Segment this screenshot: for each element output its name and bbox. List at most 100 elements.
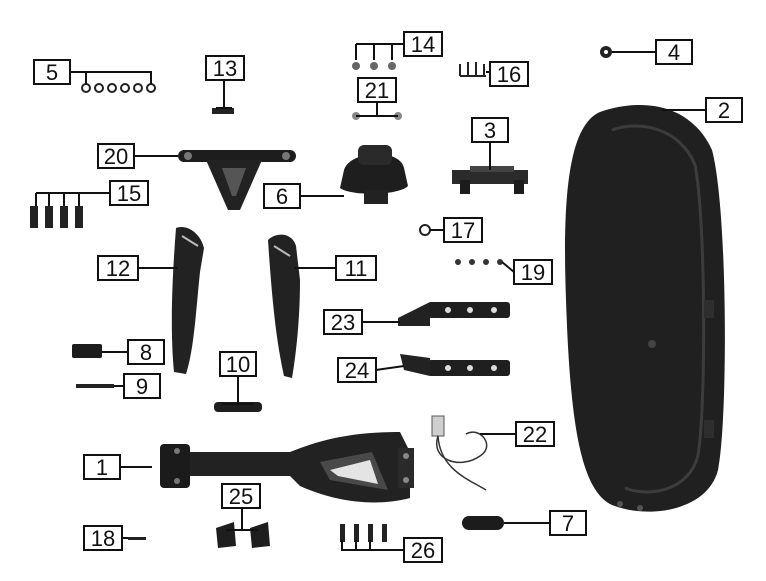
callout-21: 21: [357, 77, 397, 103]
callout-number: 10: [226, 352, 250, 377]
callout-number: 6: [276, 184, 288, 209]
callout-number: 23: [331, 310, 355, 335]
callout-number: 20: [104, 144, 128, 169]
leader-25: [226, 508, 258, 531]
callout-6: 6: [263, 183, 301, 209]
part-rear-fender: [565, 104, 725, 512]
part-bracket-24: [400, 354, 510, 376]
callout-24: 24: [337, 357, 377, 383]
callout-box: [219, 351, 257, 377]
callout-box: [127, 339, 165, 365]
leader-lines: [35, 43, 706, 551]
leader-14: [355, 43, 404, 60]
callout-number: 8: [140, 340, 152, 365]
callout-number: 15: [117, 181, 141, 206]
part-screw-18: [128, 537, 146, 540]
part-rear-light: [340, 145, 408, 204]
part-pads-25: [216, 522, 270, 548]
callout-number: 24: [345, 358, 369, 383]
callout-2: 2: [705, 97, 743, 123]
callout-number: 26: [411, 538, 435, 563]
leader-10: [222, 376, 254, 405]
callout-8: 8: [127, 339, 165, 365]
callout-number: 4: [668, 40, 680, 65]
callout-number: 21: [365, 78, 389, 103]
part-nut-4: [600, 46, 612, 58]
callout-box: [337, 357, 377, 383]
part-wiring-harness: [431, 415, 488, 491]
callout-5: 5: [33, 59, 71, 85]
callout-9: 9: [123, 373, 161, 399]
callout-box: [549, 510, 587, 536]
callout-number: 3: [484, 118, 496, 143]
callout-labels: 1234567891011121314151617181920212223242…: [33, 31, 743, 563]
callout-box: [83, 525, 123, 551]
leader-5: [70, 71, 152, 84]
callout-number: 12: [106, 256, 130, 281]
callout-18: 18: [83, 525, 123, 551]
callout-number: 25: [229, 484, 253, 509]
part-license-plate-holder: [178, 150, 296, 210]
callout-12: 12: [97, 255, 139, 281]
callout-box: [263, 183, 301, 209]
callout-box: [205, 55, 245, 81]
callout-number: 14: [411, 32, 435, 57]
part-bolt-13: [212, 108, 234, 114]
leader-26: [341, 540, 404, 551]
callout-box: [323, 309, 363, 335]
callout-box: [109, 180, 149, 206]
callout-4: 4: [655, 39, 693, 65]
callout-1: 1: [83, 454, 121, 480]
part-washer-17: [419, 224, 431, 236]
callout-number: 11: [345, 256, 368, 281]
callout-number: 22: [523, 422, 547, 447]
callout-16: 16: [489, 61, 529, 87]
callout-box: [489, 61, 529, 87]
callout-box: [221, 483, 261, 509]
callout-23: 23: [323, 309, 363, 335]
part-pin-9: [76, 384, 114, 388]
callout-11: 11: [335, 255, 377, 281]
callout-26: 26: [403, 537, 443, 563]
callout-box: [357, 77, 397, 103]
callout-3: 3: [471, 117, 509, 143]
callout-10: 10: [219, 351, 257, 377]
callout-number: 5: [46, 60, 58, 85]
callout-17: 17: [443, 217, 483, 243]
callout-box: [705, 97, 743, 123]
callout-box: [97, 255, 139, 281]
callout-14: 14: [403, 31, 443, 57]
leader-21: [356, 102, 398, 117]
part-clip-16: [459, 62, 486, 77]
callout-box: [403, 31, 443, 57]
callout-number: 2: [718, 98, 730, 123]
part-right-side-cover: [268, 234, 300, 378]
part-bolts-26: [340, 524, 387, 542]
callout-number: 19: [521, 260, 545, 285]
part-reflector: [462, 516, 504, 530]
part-left-side-cover: [171, 226, 204, 374]
leader-19: [501, 261, 515, 273]
callout-number: 17: [451, 218, 475, 243]
callout-number: 13: [213, 56, 237, 81]
part-bracket-23: [398, 302, 510, 326]
callout-number: 1: [96, 455, 108, 480]
callout-19: 19: [513, 259, 553, 285]
callout-box: [513, 259, 553, 285]
callout-25: 25: [221, 483, 261, 509]
callout-number: 16: [497, 62, 521, 87]
leader-24: [375, 365, 405, 371]
callout-number: 7: [562, 511, 574, 536]
part-seat-lock-bracket: [452, 166, 528, 194]
part-nuts-19: [455, 259, 503, 265]
callout-box: [471, 117, 509, 143]
leader-15: [35, 192, 110, 206]
callout-box: [515, 421, 555, 447]
callout-box: [83, 454, 121, 480]
callout-box: [335, 255, 377, 281]
callout-box: [33, 59, 71, 85]
callout-number: 18: [91, 526, 115, 551]
leader-13: [216, 80, 232, 109]
